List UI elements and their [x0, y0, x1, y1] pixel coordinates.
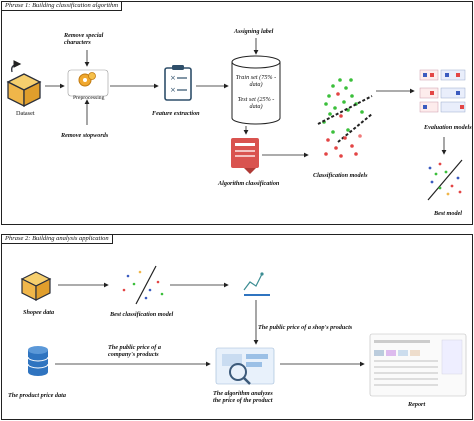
best-classification-scatter-icon [122, 265, 164, 305]
dataset-split-cylinder-icon [231, 55, 281, 125]
phase1-container [1, 1, 473, 225]
label-company-price: The public price of a company's products [108, 344, 161, 358]
label-preprocessing: Preprocessing [73, 95, 105, 101]
label-remove-special-characters: Remove special characters [64, 32, 104, 46]
label-dataset: Dataset [16, 110, 35, 117]
feature-extraction-clipboard-icon: × × [164, 65, 192, 101]
label-best-classification-model: Best classification model [110, 311, 174, 318]
label-evaluation-models: Evaluation models [424, 124, 472, 131]
label-train-set: Train set (75% - data) [235, 74, 277, 88]
dataset-box-icon [6, 60, 42, 108]
label-classification-models: Classification models [313, 172, 368, 179]
label-shop-price: The public price of a shop's products [258, 324, 353, 331]
label-algorithm-classification: Algorithm classification [218, 180, 280, 187]
analysis-dashboard-icon [215, 347, 275, 385]
phase2-title: Phrase 2: Building analysis application [2, 235, 113, 244]
algorithm-doc-icon [231, 138, 259, 174]
shopee-box-icon [20, 271, 52, 301]
preprocessing-gear-icon [67, 69, 109, 97]
phase2-arrows [55, 282, 365, 367]
label-assigning-label: Assigning label [234, 28, 274, 35]
prediction-chart-icon [243, 272, 270, 296]
svg-text:×: × [170, 86, 176, 94]
label-shopee-data: Shopee data [23, 309, 55, 316]
database-icon [27, 346, 49, 376]
evaluation-models-icon [419, 69, 466, 113]
label-feature-extraction: Feature extraction [152, 110, 200, 117]
label-remove-stopwords: Remove stopwords [61, 132, 109, 139]
label-best-model: Best model [434, 210, 463, 217]
phase1-arrows [45, 38, 447, 158]
classification-scatter-icon [317, 78, 373, 158]
svg-text:×: × [170, 74, 176, 82]
best-model-scatter-icon [427, 159, 463, 201]
label-test-set: Test set (25% - data) [237, 96, 275, 110]
label-algorithm-analyzes: The algorithm analyzes the price of the … [213, 390, 273, 404]
label-report: Report [408, 401, 426, 408]
phase1-title: Phrase 1: Building classification algori… [2, 2, 123, 11]
phase2-container [1, 234, 473, 420]
report-screenshot-icon [369, 333, 467, 397]
label-product-price-data: The product price data [8, 392, 66, 399]
